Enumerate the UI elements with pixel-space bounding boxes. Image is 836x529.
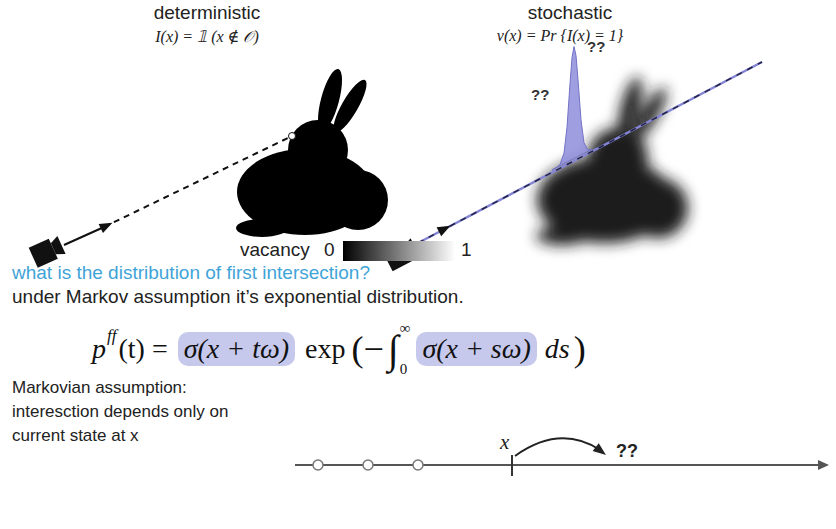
arrowhead <box>818 460 829 470</box>
ray-line <box>418 62 762 243</box>
formula-symbol: (t) = <box>118 333 167 365</box>
formula-part: exp <box>295 333 351 365</box>
ray-line <box>418 62 762 243</box>
hit-point <box>289 133 296 140</box>
formula-part: ∫∞0 <box>388 320 411 378</box>
bunny-density <box>536 75 688 245</box>
current-tick <box>511 455 513 476</box>
formula-symbol: exp <box>305 333 345 365</box>
label-holder: vacancy <box>240 239 310 261</box>
integral-limit: 0 <box>400 361 411 378</box>
formula-part: (t) = <box>116 333 177 365</box>
formula: I(x) = 𝟙 (x ∉ 𝒪) <box>155 27 258 46</box>
scale-label: 1 <box>461 239 472 261</box>
integral-sign: ∫ <box>388 326 399 373</box>
formula-symbol: (− <box>351 328 383 370</box>
axis-label: x <box>500 430 509 455</box>
label-holder: ?? <box>531 86 549 104</box>
highlighted-term: σ(x + tω) <box>178 332 295 366</box>
label-holder: ?? <box>587 38 605 56</box>
formula-symbol: ff <box>107 326 116 346</box>
label-holder: x <box>500 430 509 455</box>
integral-limit: ∞ <box>400 320 411 337</box>
formula-part: σ(x + tω) <box>178 332 295 366</box>
ray-line <box>104 137 290 227</box>
label-holder: I(x) = 𝟙 (x ∉ 𝒪) <box>155 27 258 46</box>
highlighted-term: σ(x + sω) <box>416 332 536 366</box>
label-holder: ?? <box>616 441 638 462</box>
question-text: what is the distribution of first inters… <box>12 262 370 284</box>
section-heading: stochastic <box>528 2 612 24</box>
question-mark: ?? <box>587 38 605 55</box>
integral-limits: ∞0 <box>400 320 411 378</box>
label-holder: 0 <box>324 239 335 261</box>
bunny-paw <box>236 219 288 237</box>
bunny-paw <box>536 227 588 245</box>
formula-part: ) <box>570 328 586 370</box>
formula-row: pff(t) =σ(x + tω)exp(−∫∞0σ(x + sω)ds) <box>92 318 586 380</box>
formula-part: (− <box>351 328 387 370</box>
past-state <box>363 460 373 470</box>
bunny-hip <box>628 178 688 238</box>
label-holder: under Markov assumption it’s exponential… <box>12 286 464 308</box>
formula-part: p <box>92 333 106 365</box>
ray-line <box>64 227 104 245</box>
note-text: Markovian assumption: interesction depen… <box>12 376 240 448</box>
question-mark: ?? <box>616 441 638 462</box>
formula-part: ff <box>106 339 116 359</box>
past-state <box>313 460 323 470</box>
formula-symbol: ) <box>574 328 586 370</box>
camera-lens <box>49 236 65 258</box>
arrowhead <box>99 218 115 233</box>
formula-symbol: p <box>92 333 106 365</box>
formula-part: ds <box>537 333 570 365</box>
formula-part: σ(x + sω) <box>416 332 536 366</box>
section-heading: deterministic <box>154 2 261 24</box>
jump-arrow <box>515 438 600 456</box>
bunny-ear <box>328 76 372 136</box>
label-holder: deterministic <box>154 2 261 24</box>
bunny-hip <box>328 170 388 230</box>
arrowhead <box>437 221 453 236</box>
question-mark: ?? <box>531 86 549 103</box>
past-state <box>413 460 423 470</box>
formula-symbol: ds <box>545 333 570 365</box>
label-holder: what is the distribution of first inters… <box>12 262 370 284</box>
arrowhead <box>593 443 609 459</box>
scale-label: 0 <box>324 239 335 261</box>
label-holder: 1 <box>461 239 472 261</box>
bunny-silhouette <box>236 67 388 237</box>
density-peak <box>552 47 592 170</box>
vacancy-colorbar <box>343 241 455 261</box>
label-holder: Markovian assumption: interesction depen… <box>12 376 240 448</box>
explanation-text: under Markov assumption it’s exponential… <box>12 286 464 308</box>
scale-label: vacancy <box>240 239 310 261</box>
label-holder: stochastic <box>528 2 612 24</box>
